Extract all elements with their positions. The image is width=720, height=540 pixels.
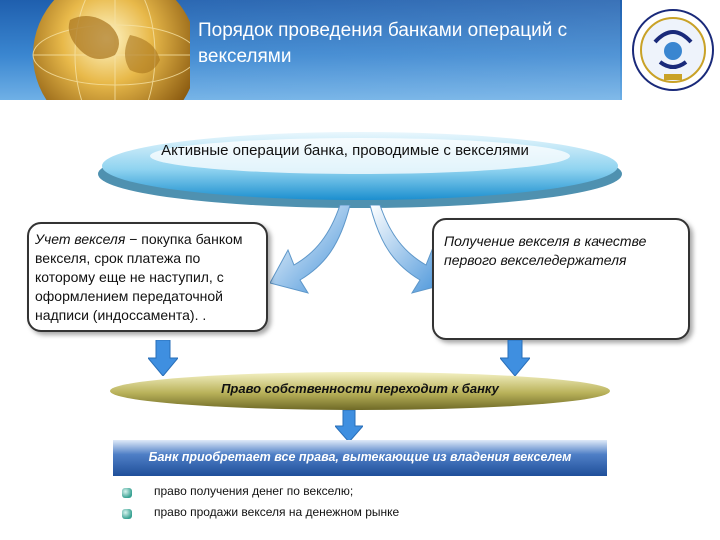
first-holder-box: Получение векселя в качестве первого век… <box>432 218 690 340</box>
bill-discount-text: − покупка банком векселя, срок платежа п… <box>35 231 243 323</box>
header-band: Порядок проведения банками операций с ве… <box>0 0 720 100</box>
bullet-icon <box>122 509 132 519</box>
top-ellipse <box>95 122 625 212</box>
bullet-icon <box>122 488 132 498</box>
list-item: право получения денег по векселю; <box>118 484 518 505</box>
first-holder-text: Получение векселя в качестве первого век… <box>444 233 647 268</box>
ownership-label: Право собственности переходит к банку <box>221 381 499 396</box>
page-title: Порядок проведения банками операций с ве… <box>198 20 568 67</box>
rights-bar <box>113 440 607 476</box>
institution-logo <box>630 4 716 96</box>
top-node-label: Активные операции банка, проводимые с ве… <box>161 142 529 159</box>
middle-down-arrow <box>335 410 363 442</box>
bill-discount-box: Учет векселя − покупка банком векселя, с… <box>27 222 268 332</box>
rights-list: право получения денег по векселю; право … <box>118 484 518 526</box>
list-item: право продажи векселя на денежном рынке <box>118 505 518 526</box>
split-arrows <box>270 205 450 294</box>
ownership-banner <box>110 372 610 410</box>
globe-icon <box>0 0 190 100</box>
list-item-text: право продажи векселя на денежном рынке <box>154 505 400 519</box>
bill-discount-term: Учет векселя <box>35 231 126 247</box>
left-down-arrow <box>148 340 178 376</box>
rights-label: Банк приобретает все права, вытекающие и… <box>148 450 572 464</box>
left-curved-arrow <box>270 205 351 294</box>
list-item-text: право получения денег по векселю; <box>154 484 354 498</box>
right-down-arrow <box>500 340 530 376</box>
header-gradient <box>150 0 620 100</box>
right-curved-arrow <box>369 205 450 294</box>
